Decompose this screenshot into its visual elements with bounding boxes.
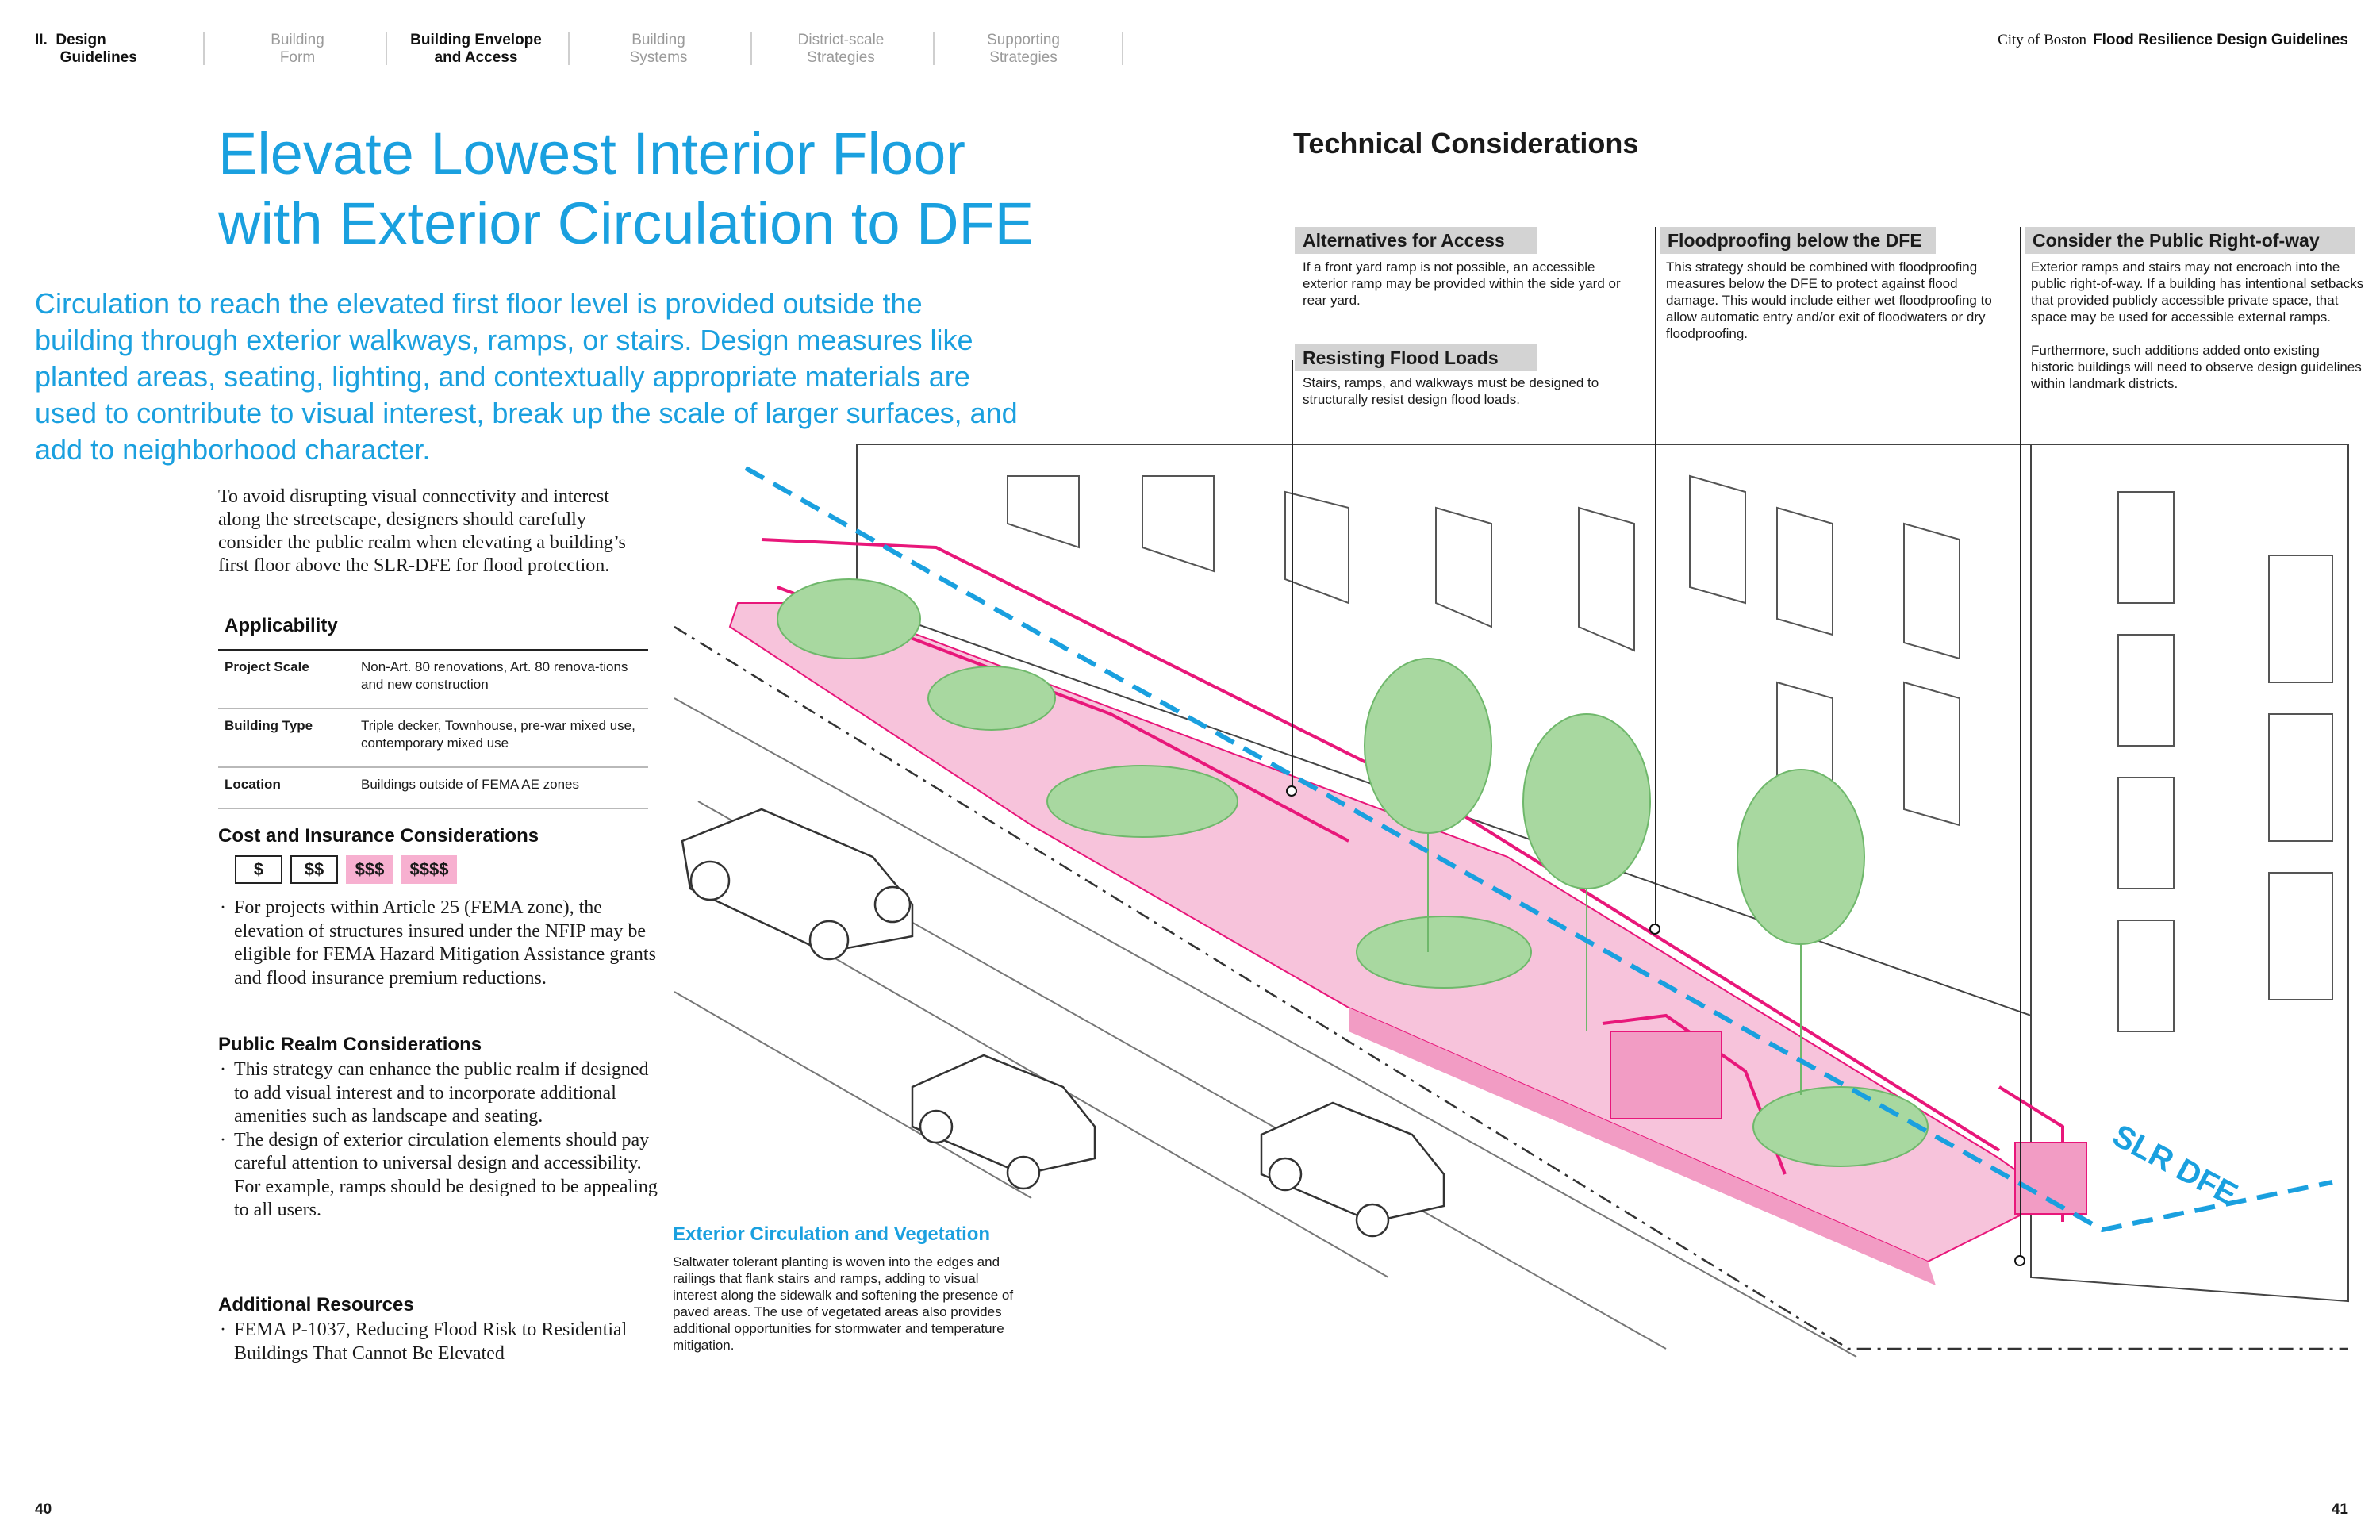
list-item: This strategy can enhance the public rea… — [218, 1058, 662, 1129]
nav-item-building-systems[interactable]: Building Systems — [629, 32, 688, 66]
vegetation — [777, 578, 1929, 1167]
list-item: For projects within Article 25 (FEMA zon… — [218, 897, 662, 990]
brand-city: City of Boston — [1998, 32, 2086, 48]
callout-dot — [2014, 1255, 2025, 1266]
page-title-line1: Elevate Lowest Interior Floor — [218, 121, 965, 186]
callout-line-resisting — [1292, 360, 1293, 789]
cost-level-4: $$$$ — [401, 855, 457, 884]
table-row: Location Buildings outside of FEMA AE zo… — [218, 767, 648, 808]
resources-heading: Additional Resources — [218, 1294, 414, 1315]
resources-bullets: FEMA P-1037, Reducing Flood Risk to Resi… — [218, 1319, 662, 1365]
table-key: Location — [225, 777, 281, 792]
table-value: Triple decker, Townhouse, pre-war mixed … — [361, 718, 635, 751]
nav-item-district-scale[interactable]: District-scale Strategies — [797, 32, 885, 66]
public-row-paragraph: Exterior ramps and stairs may not encroa… — [2031, 259, 2364, 325]
building-windows — [1007, 474, 2333, 1032]
property-line — [674, 625, 2348, 1350]
nav-item-building-envelope[interactable]: Building Envelope and Access — [410, 32, 542, 66]
public-row-paragraph: Furthermore, such additions added onto e… — [2031, 343, 2362, 391]
table-key: Project Scale — [225, 659, 309, 674]
car-icon — [1260, 1101, 1445, 1238]
applicability-table: Project Scale Non-Art. 80 renovations, A… — [218, 649, 648, 809]
callout-line-floodproofing — [1655, 227, 1656, 927]
nav-item-supporting[interactable]: Supporting Strategies — [987, 32, 1060, 66]
table-value: Buildings outside of FEMA AE zones — [361, 777, 579, 792]
alternatives-heading: Alternatives for Access — [1295, 227, 1537, 254]
cost-level-1: $ — [235, 855, 282, 884]
page-number-right: 41 — [2331, 1501, 2348, 1518]
list-item: The design of exterior circulation eleme… — [218, 1129, 662, 1223]
table-key: Building Type — [225, 718, 313, 733]
callout-dot — [1649, 924, 1660, 935]
brand-header: City of Boston Flood Resilience Design Gu… — [1998, 32, 2348, 49]
nav-separator — [750, 32, 752, 65]
resisting-heading: Resisting Flood Loads — [1295, 344, 1537, 371]
resisting-body: Stairs, ramps, and walkways must be desi… — [1303, 375, 1599, 407]
nav-section-label[interactable]: II. Design Guidelines — [35, 32, 137, 66]
car-icon — [681, 808, 914, 961]
nav-item-building-form[interactable]: Building Form — [271, 32, 324, 66]
nav-separator — [203, 32, 205, 65]
car-icon — [911, 1054, 1096, 1190]
cost-scale: $ $$ $$$ $$$$ — [235, 855, 457, 884]
cost-bullets: For projects within Article 25 (FEMA zon… — [218, 897, 662, 990]
streetscape-illustration: SLR DFE — [674, 444, 2349, 1358]
page-number-left: 40 — [35, 1501, 52, 1518]
nav-separator — [386, 32, 387, 65]
cost-heading: Cost and Insurance Considerations — [218, 825, 539, 847]
technical-heading: Technical Considerations — [1293, 127, 1639, 159]
callout-dot — [1286, 785, 1297, 797]
page-title-line2: with Exterior Circulation to DFE — [218, 190, 1035, 256]
public-realm-bullets: This strategy can enhance the public rea… — [218, 1058, 662, 1223]
table-row: Project Scale Non-Art. 80 renovations, A… — [218, 650, 648, 709]
nav-separator — [933, 32, 935, 65]
public-row-heading: Consider the Public Right-of-way — [2025, 227, 2355, 254]
cost-level-2: $$ — [290, 855, 338, 884]
alternatives-body: If a front yard ramp is not possible, an… — [1303, 259, 1621, 308]
callout-line-public-row — [2020, 227, 2021, 1258]
applicability-heading: Applicability — [225, 615, 338, 636]
nav-separator — [1122, 32, 1123, 65]
slr-dfe-line — [744, 466, 2333, 1233]
exterior-body: Saltwater tolerant planting is woven int… — [673, 1254, 1014, 1353]
exterior-heading: Exterior Circulation and Vegetation — [673, 1223, 991, 1245]
intro-paragraph: To avoid disrupting visual connectivity … — [218, 486, 626, 576]
floodproofing-body: This strategy should be combined with fl… — [1666, 259, 1992, 341]
nav-separator — [568, 32, 570, 65]
public-row-body: Exterior ramps and stairs may not encroa… — [2031, 259, 2364, 392]
page-title: Elevate Lowest Interior Floor with Exter… — [218, 119, 1170, 259]
list-item: FEMA P-1037, Reducing Flood Risk to Resi… — [218, 1319, 662, 1365]
table-value: Non-Art. 80 renovations, Art. 80 renova-… — [361, 659, 628, 692]
floodproofing-heading: Floodproofing below the DFE — [1660, 227, 1936, 254]
public-realm-heading: Public Realm Considerations — [218, 1034, 482, 1055]
table-row: Building Type Triple decker, Townhouse, … — [218, 709, 648, 767]
brand-guide-title: Flood Resilience Design Guidelines — [2092, 32, 2348, 48]
cost-level-3: $$$ — [346, 855, 393, 884]
lead-paragraph: Circulation to reach the elevated first … — [35, 287, 1018, 466]
